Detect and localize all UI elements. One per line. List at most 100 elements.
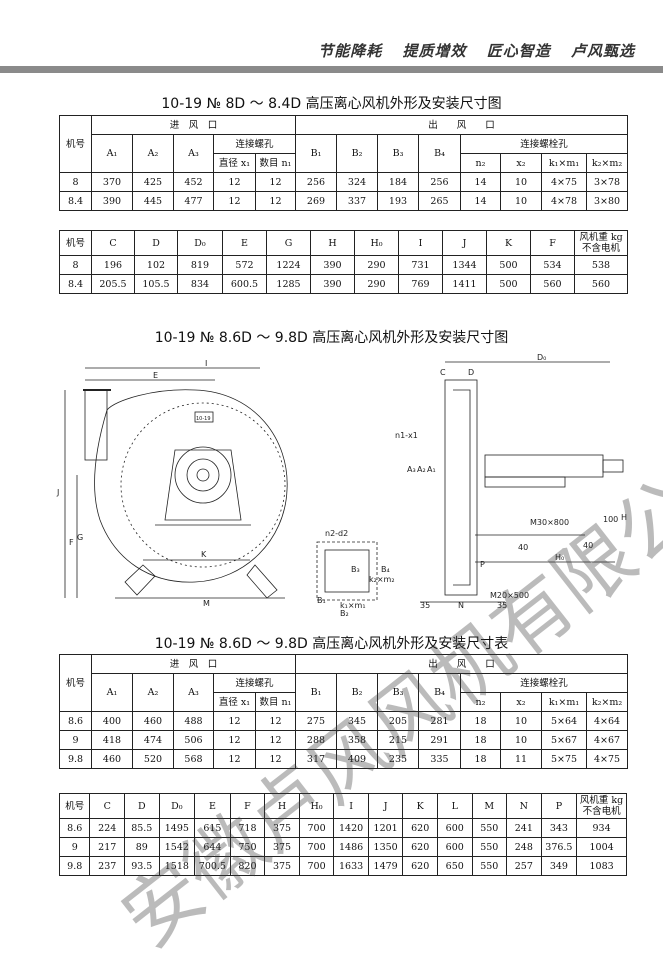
table-cell: 452 <box>173 172 214 192</box>
table-cell: 620 <box>402 856 438 876</box>
table-cell: 834 <box>177 274 223 294</box>
t1-col-b1: B₁ <box>295 134 337 173</box>
header-cell: L <box>436 793 473 819</box>
table-cell: 390 <box>310 255 355 275</box>
table1: 机号 进 风 口 出 风 口 A₁ A₂ A₃ 连接螺孔 B₁ B₂ B₃ B₄… <box>59 115 629 211</box>
table-cell: 550 <box>471 818 508 838</box>
label-b1: B₁ <box>317 596 326 605</box>
table-cell: 10 <box>500 730 542 750</box>
table1-title: 10-19 № 8D ～ 8.4D 高压离心风机外形及安装尺寸图 <box>161 96 502 112</box>
table-cell: 9 <box>59 730 92 750</box>
t3-col-x1: 直径 x₁ <box>213 692 256 712</box>
header-cell: D₀ <box>177 230 223 256</box>
table-cell: 14 <box>460 191 501 211</box>
table-cell: 1411 <box>442 274 487 294</box>
table-cell: 3×78 <box>585 172 629 192</box>
table-cell: 1350 <box>367 837 404 857</box>
table-cell: 550 <box>471 837 508 857</box>
t3-col-b3: B₃ <box>377 673 419 712</box>
t1-col-n1: 数目 n₁ <box>255 153 296 173</box>
t1-col-k2m2: k₂×m₂ <box>585 153 629 173</box>
table-cell: 290 <box>354 274 399 294</box>
table-cell: 12 <box>255 711 296 731</box>
header-cell: I <box>398 230 443 256</box>
t1-col-a3: A₃ <box>173 134 214 173</box>
table-cell: 8 <box>59 172 92 192</box>
table-cell: 700 <box>298 837 335 857</box>
label-f: F <box>69 538 74 547</box>
label-h0: H₀ <box>555 553 564 562</box>
t1-h-outlet: 出 风 口 <box>294 115 629 135</box>
table-cell: 256 <box>418 172 461 192</box>
hub-outer <box>174 446 232 504</box>
table-cell: 288 <box>295 730 337 750</box>
t3-col-a1: A₁ <box>91 673 133 712</box>
table-cell: 275 <box>295 711 337 731</box>
table-cell: 390 <box>310 274 355 294</box>
table-cell: 256 <box>295 172 337 192</box>
table-cell: 820 <box>229 856 266 876</box>
header-cell: H <box>264 793 300 819</box>
table-cell: 335 <box>418 749 461 769</box>
header-cell: H₀ <box>354 230 399 256</box>
label-p: P <box>480 560 485 569</box>
slogan-3: 匠心智造 <box>486 42 551 60</box>
table-cell: 418 <box>91 730 133 750</box>
table-cell: 1495 <box>158 818 196 838</box>
table-cell: 196 <box>91 255 135 275</box>
t3-col-n1: 数目 n₁ <box>255 692 296 712</box>
table-cell: 560 <box>574 274 628 294</box>
header-cell: M <box>471 793 508 819</box>
t3-col-k1m1: k₁×m₁ <box>541 692 587 712</box>
table-cell: 12 <box>255 749 296 769</box>
table-cell: 4×78 <box>541 191 587 211</box>
table-cell: 5×64 <box>541 711 587 731</box>
table-cell: 257 <box>506 856 542 876</box>
table-cell: 9.8 <box>59 749 92 769</box>
table-cell: 1004 <box>576 837 627 857</box>
t3-col-a2: A₂ <box>132 673 174 712</box>
table-cell: 237 <box>89 856 126 876</box>
table-cell: 1083 <box>576 856 627 876</box>
table-cell: 18 <box>460 749 501 769</box>
table-cell: 370 <box>91 172 133 192</box>
table-cell: 1542 <box>158 837 196 857</box>
table-cell: 376.5 <box>540 837 578 857</box>
table-cell: 317 <box>295 749 337 769</box>
label-n: N <box>458 601 464 610</box>
label-e: E <box>153 371 158 380</box>
header-cell: G <box>266 230 311 256</box>
table-cell: 700.5 <box>194 856 231 876</box>
hub-shaft <box>196 468 210 482</box>
table-cell: 600.5 <box>222 274 267 294</box>
header-cell: H₀ <box>298 793 335 819</box>
label-k: K <box>201 550 207 559</box>
table-cell: 460 <box>132 711 174 731</box>
table-cell: 1479 <box>367 856 404 876</box>
table-cell: 8.4 <box>59 274 92 294</box>
header-cell: J <box>367 793 404 819</box>
table-cell: 4×64 <box>585 711 629 731</box>
table-cell: 343 <box>540 818 578 838</box>
label-b4: B₄ <box>381 565 390 574</box>
table-cell: 12 <box>255 730 296 750</box>
table3: 机号 进 风 口 出 风 口 A₁ A₂ A₃ 连接螺孔 B₁ B₂ B₃ B₄… <box>59 654 629 769</box>
table-cell: 650 <box>436 856 473 876</box>
table-cell: 205 <box>377 711 419 731</box>
slogan-bar: 节能降耗 提质增效 匠心智造 卢风甄选 <box>304 40 635 61</box>
header-cell: E <box>222 230 267 256</box>
table-cell: 12 <box>213 749 256 769</box>
t3-h-inlet: 进 风 口 <box>91 654 296 674</box>
t1-col-n2: n₂ <box>460 153 501 173</box>
table-cell: 4×75 <box>585 749 629 769</box>
page-header: 节能降耗 提质增效 匠心智造 卢风甄选 <box>0 0 663 75</box>
table-cell: 18 <box>460 730 501 750</box>
label-a1: A₁ <box>427 465 436 474</box>
table-cell: 560 <box>530 274 575 294</box>
